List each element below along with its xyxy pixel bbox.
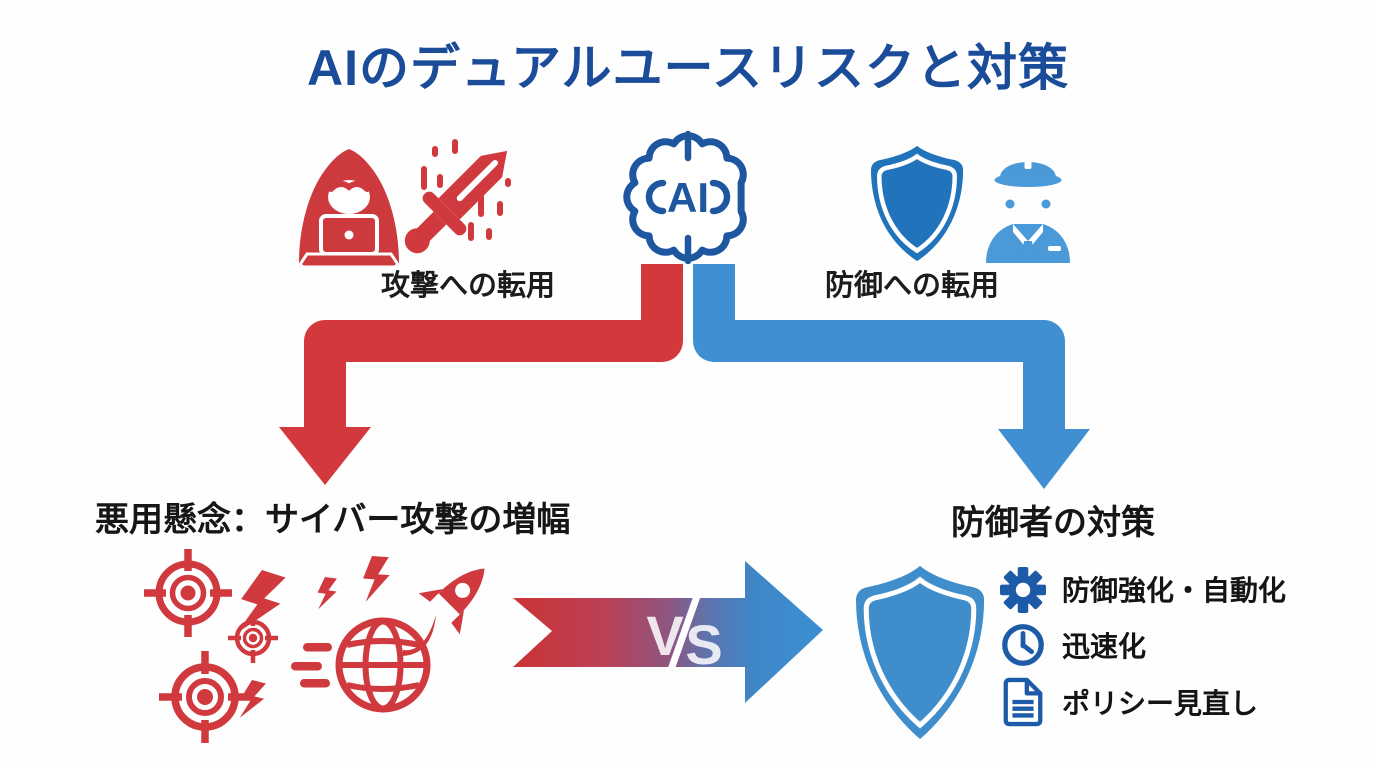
defense-branch-label: 防御への転用 xyxy=(824,270,999,302)
hacker-icon xyxy=(299,149,399,269)
gear-icon xyxy=(1000,566,1046,613)
rocket-icon xyxy=(402,568,485,656)
sword-icon xyxy=(404,139,511,254)
red-arrow xyxy=(279,264,683,485)
list-item-label: 防御強化・自動化 xyxy=(1062,575,1287,606)
attack-branch-label: 攻撃への転用 xyxy=(380,270,555,302)
brain-icon: AI xyxy=(623,130,747,265)
list-item: 防御強化・自動化 xyxy=(1000,565,1286,613)
lightning-icon-2 xyxy=(315,576,339,612)
speed-lines-icon xyxy=(291,643,332,688)
ai-label: AI xyxy=(667,174,709,221)
list-item: 迅速化 xyxy=(1000,621,1146,669)
countermeasures-heading: 防御者の対策 xyxy=(951,504,1155,542)
document-icon xyxy=(1003,677,1043,727)
list-item: ポリシー見直し xyxy=(1000,677,1259,727)
target-icon-1 xyxy=(144,549,232,637)
misuse-cluster xyxy=(144,549,485,743)
misuse-heading: 悪用懸念：サイバー攻撃の増幅 xyxy=(95,501,571,539)
target-icon-3 xyxy=(159,651,251,743)
defense-shield-icon xyxy=(856,566,984,739)
list-item-label: ポリシー見直し xyxy=(1062,688,1259,719)
shield-icon xyxy=(871,146,963,261)
vs-label-v: V xyxy=(646,604,683,667)
globe-icon xyxy=(335,617,431,713)
vs-arrow: V S xyxy=(513,561,823,703)
slash-mark xyxy=(658,564,711,699)
vs-label-s: S xyxy=(685,613,722,676)
police-icon xyxy=(986,160,1070,263)
clock-icon xyxy=(1002,624,1044,666)
blue-arrow xyxy=(693,264,1090,489)
lightning-icon-3 xyxy=(361,555,391,604)
sword-speed-dashes xyxy=(421,139,511,241)
page-title: AIのデュアルユースリスクと対策 xyxy=(307,40,1069,96)
list-item-label: 迅速化 xyxy=(1062,631,1147,662)
